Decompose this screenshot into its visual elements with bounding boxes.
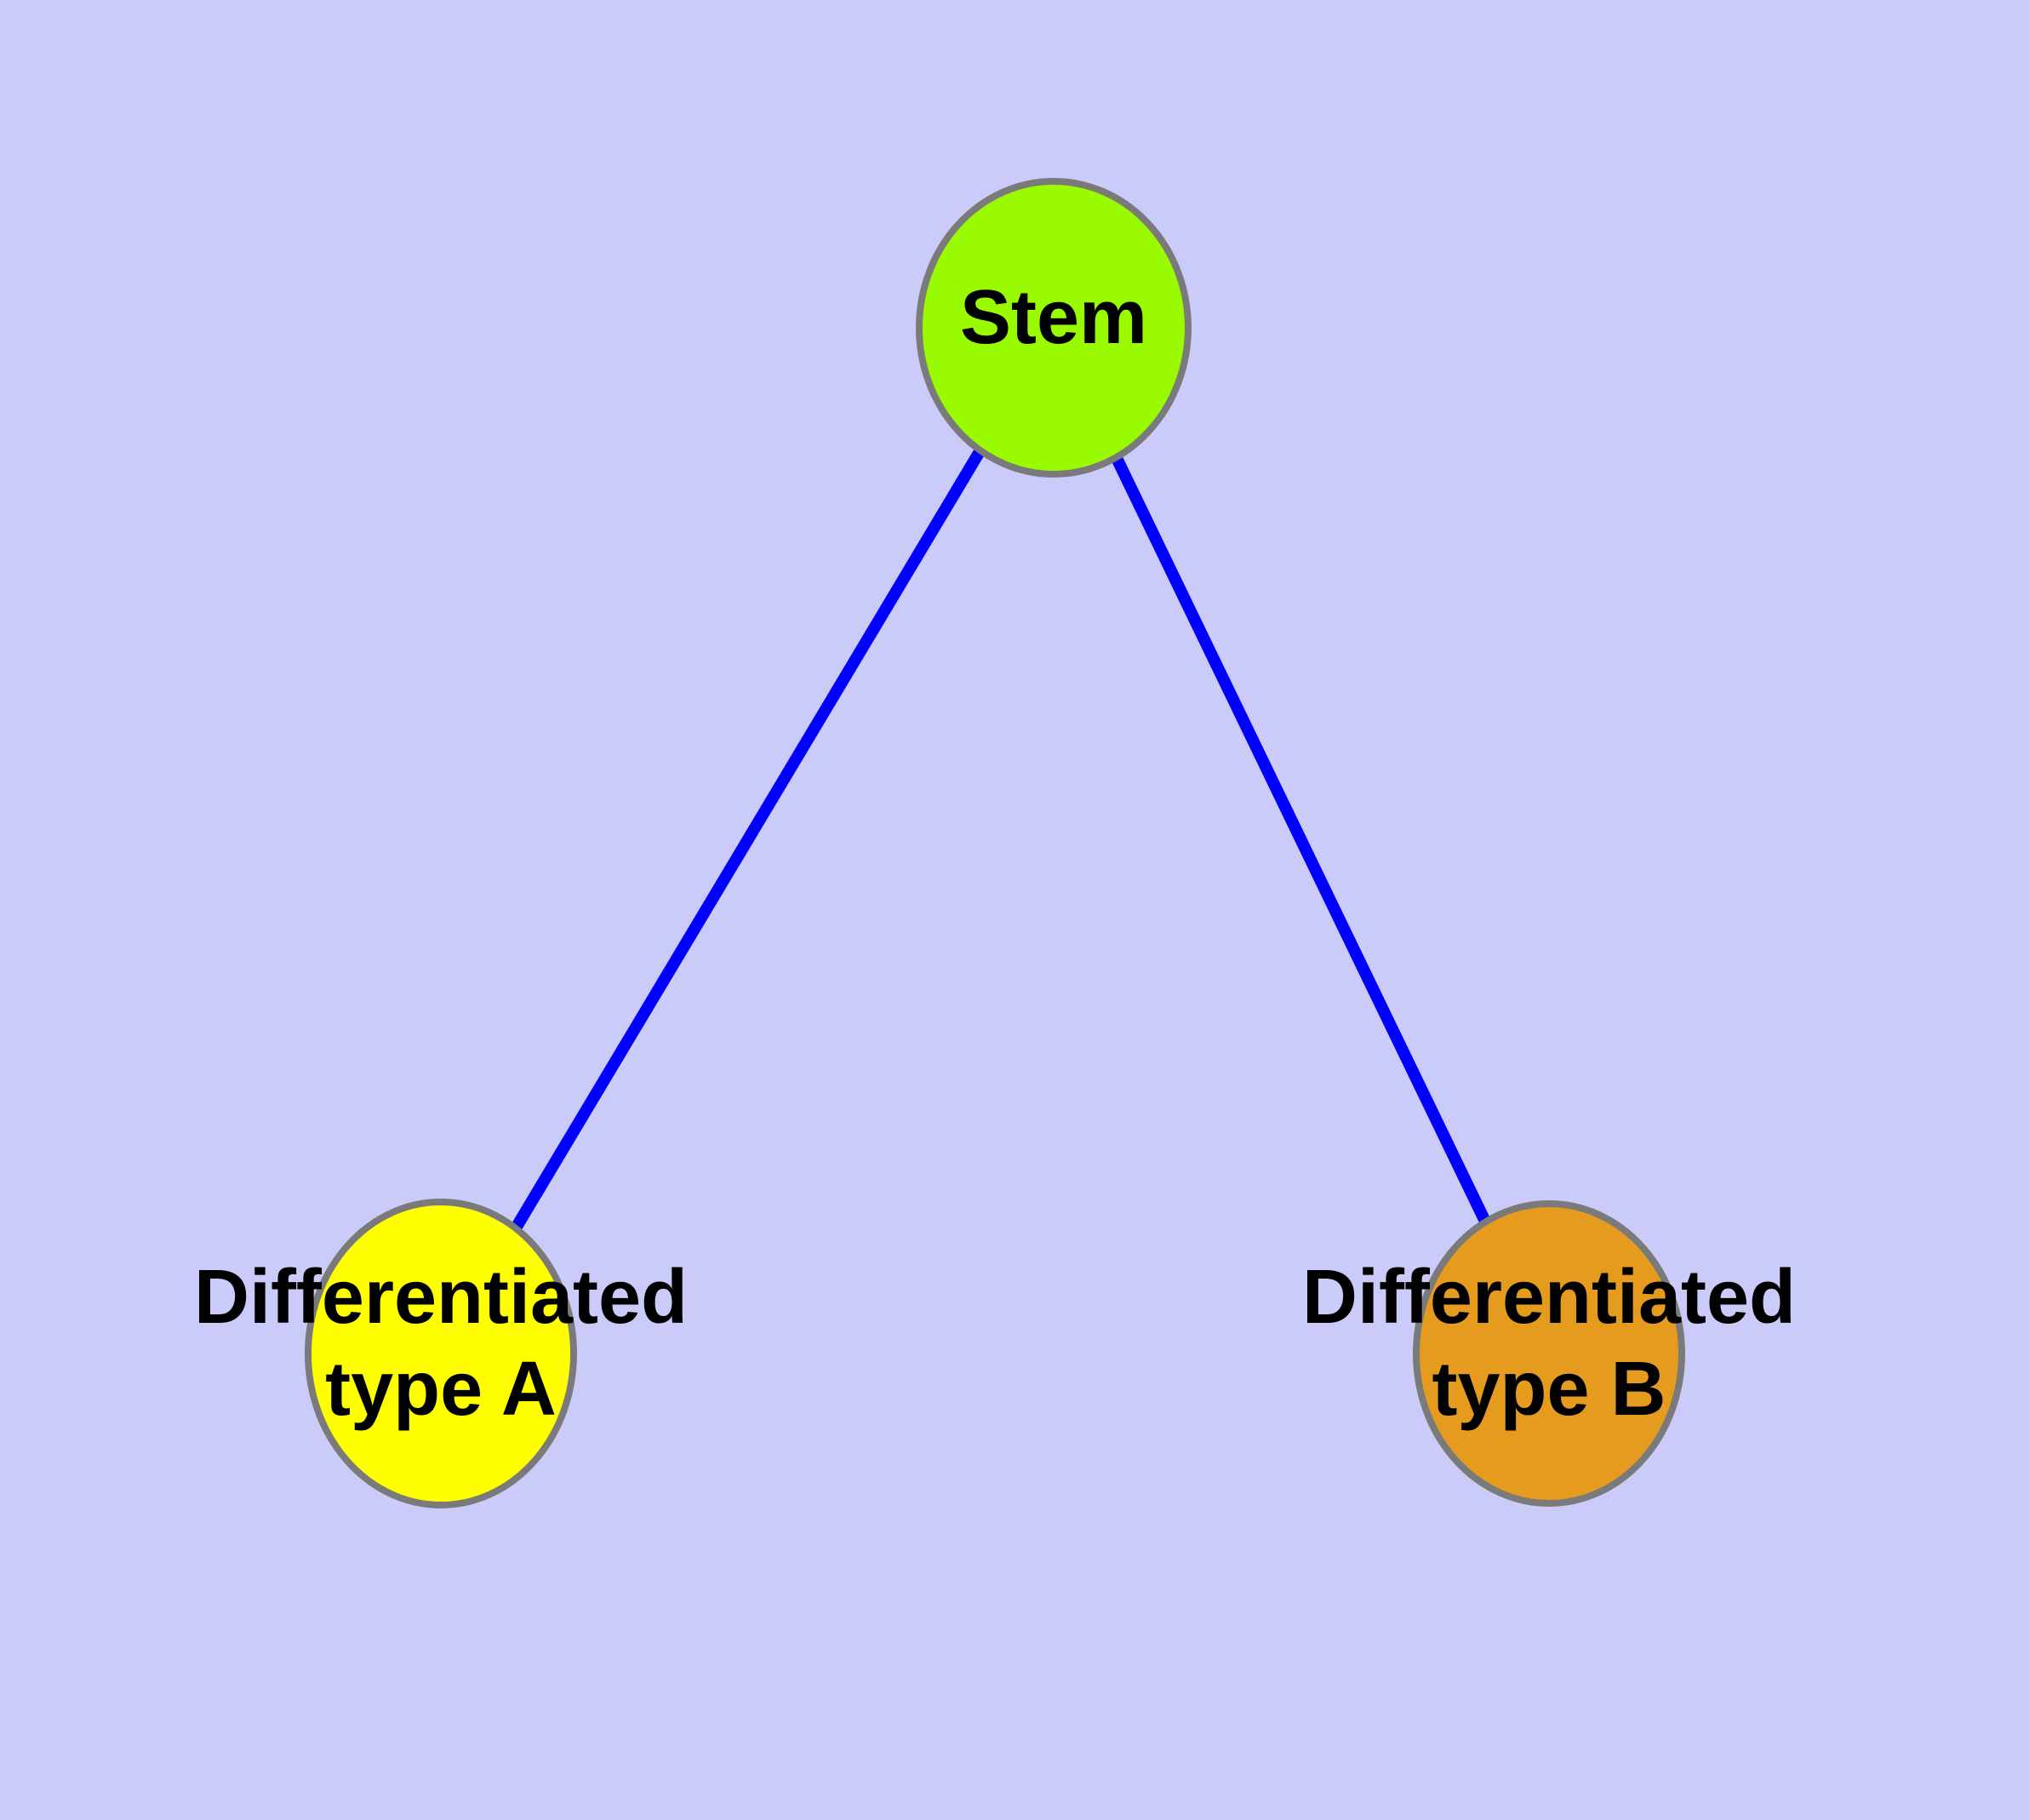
- node-shape-diff-b: [1413, 1200, 1685, 1507]
- edge-stem-to-diff-a: [435, 324, 1060, 1357]
- edge-stem-to-diff-b: [1048, 324, 1555, 1357]
- node-label-line: type B: [1432, 1347, 1666, 1432]
- node-stem: Stem: [916, 178, 1192, 478]
- node-label-line: Differentiated: [1302, 1255, 1796, 1340]
- node-shape-diff-a: [305, 1199, 577, 1508]
- node-shape-stem: [916, 178, 1192, 478]
- node-label-line: type A: [325, 1347, 557, 1432]
- node-label-stem: Stem: [960, 275, 1147, 360]
- node-label-line: Differentiated: [194, 1255, 688, 1340]
- node-label-line: Stem: [960, 275, 1147, 360]
